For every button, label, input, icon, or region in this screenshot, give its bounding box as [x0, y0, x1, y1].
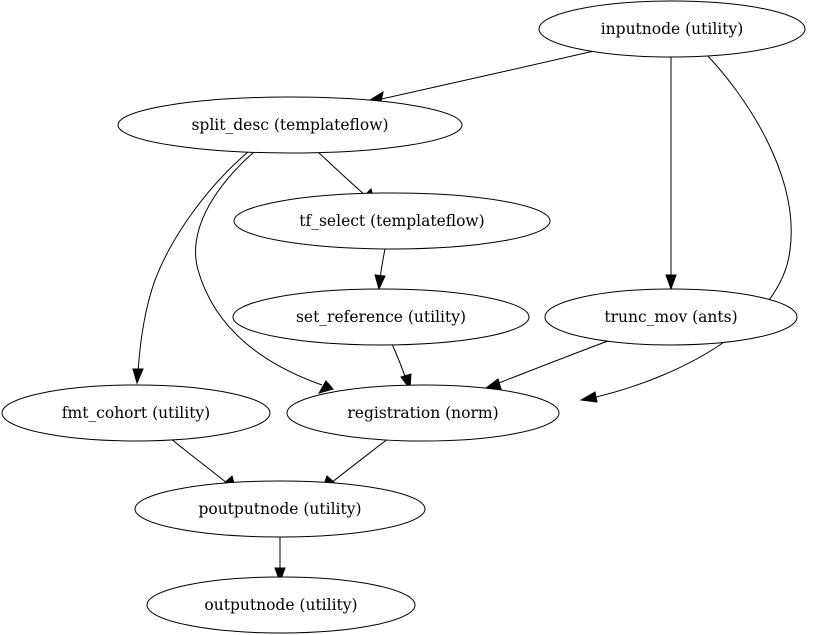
- edge-arrowhead: [274, 567, 286, 584]
- node-ellipse[interactable]: [232, 288, 530, 346]
- edge-arrowhead: [317, 380, 334, 394]
- edge-line: [376, 50, 595, 101]
- node-ellipse[interactable]: [286, 384, 560, 442]
- edge-line: [591, 53, 792, 399]
- edge-line: [137, 151, 249, 373]
- edge-fmt_cohort-to-poutputnode: [169, 437, 237, 491]
- node-ellipse[interactable]: [538, 0, 806, 58]
- edge-tf_select-to-set_reference: [374, 248, 386, 291]
- edge-inputnode-to-registration: [579, 53, 792, 403]
- node-ellipse[interactable]: [544, 288, 798, 346]
- node-ellipse[interactable]: [1, 384, 271, 442]
- edge-line: [330, 437, 390, 484]
- node-ellipse[interactable]: [233, 192, 551, 250]
- node-ellipse[interactable]: [134, 480, 426, 538]
- edge-line: [391, 343, 407, 380]
- node-label: set_reference (utility): [296, 308, 466, 326]
- node-poutputnode[interactable]: poutputnode (utility): [134, 480, 426, 538]
- edge-trunc_mov-to-registration: [484, 340, 609, 390]
- edge-split_desc-to-fmt_cohort: [132, 151, 249, 385]
- node-tf_select[interactable]: tf_select (templateflow): [233, 192, 551, 250]
- edge-arrowhead: [374, 274, 386, 291]
- nodes-layer: inputnode (utility) split_desc (templatef…: [1, 0, 806, 634]
- edge-arrowhead: [484, 378, 502, 390]
- node-inputnode[interactable]: inputnode (utility): [538, 0, 806, 58]
- node-set_reference[interactable]: set_reference (utility): [232, 288, 530, 346]
- edge-line: [495, 340, 609, 385]
- edge-arrowhead: [579, 391, 598, 403]
- node-registration[interactable]: registration (norm): [286, 384, 560, 442]
- edge-arrowhead: [132, 368, 144, 385]
- edge-inputnode-to-trunc_mov: [665, 57, 677, 291]
- node-split_desc[interactable]: split_desc (templateflow): [117, 96, 463, 154]
- edge-inputnode-to-split_desc: [363, 50, 595, 107]
- edge-set_reference-to-registration: [391, 343, 412, 391]
- node-label: outputnode (utility): [204, 596, 357, 614]
- node-label: tf_select (templateflow): [299, 212, 484, 230]
- node-label: fmt_cohort (utility): [62, 404, 210, 422]
- node-label: inputnode (utility): [601, 20, 744, 38]
- edge-arrowhead: [665, 274, 677, 291]
- node-fmt_cohort[interactable]: fmt_cohort (utility): [1, 384, 271, 442]
- edge-line: [169, 437, 228, 484]
- node-ellipse[interactable]: [146, 576, 416, 634]
- node-ellipse[interactable]: [117, 96, 463, 154]
- node-trunc_mov[interactable]: trunc_mov (ants): [544, 288, 798, 346]
- edge-line: [317, 151, 367, 197]
- node-label: registration (norm): [347, 404, 498, 422]
- node-outputnode[interactable]: outputnode (utility): [146, 576, 416, 634]
- node-label: poutputnode (utility): [198, 500, 361, 518]
- node-label: trunc_mov (ants): [604, 308, 737, 326]
- node-label: split_desc (templateflow): [191, 116, 388, 134]
- edge-split_desc-to-registration: [195, 151, 334, 394]
- edge-line: [195, 151, 323, 386]
- edge-registration-to-poutputnode: [321, 437, 390, 491]
- edge-poutputnode-to-outputnode: [274, 537, 286, 584]
